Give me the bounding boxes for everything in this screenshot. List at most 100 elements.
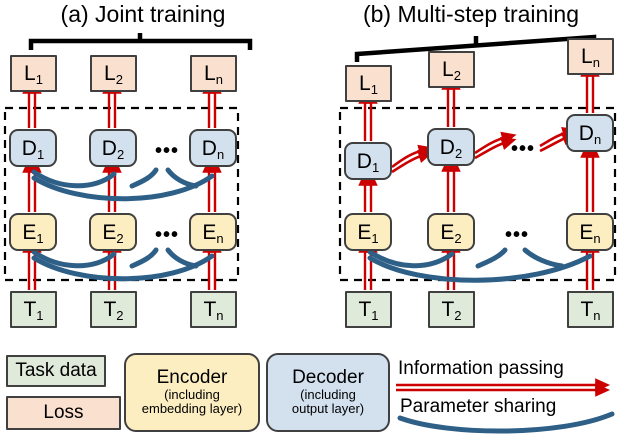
panel-b-encoder-1-sub: 1 [371, 230, 379, 246]
panel-b-decoder-1: D1 [344, 142, 392, 180]
panel-a-loss-n-label: Ln [204, 62, 223, 87]
panel-b-encoder-2-sub: 2 [454, 230, 462, 246]
panel-a-brace [28, 33, 253, 50]
panel-a-decoder-n: Dn [189, 129, 237, 167]
panel-a-encoder-n-label: En [202, 220, 224, 246]
panel-a-encoder-2-sub: 2 [116, 230, 124, 246]
panel-a-task-2-sub: 2 [116, 308, 124, 323]
panel-b-encoder-n: En [566, 213, 614, 251]
panel-a-task-2: T2 [90, 291, 137, 328]
panel-a-task-1-label: T1 [23, 298, 44, 323]
panel-a-encoder-n-sub: n [216, 230, 224, 246]
legend-parameter-sharing-curve [397, 411, 615, 434]
panel-b-title: (b) Multi-step training [362, 1, 580, 27]
panel-b-decoder-ellipsis: ••• [511, 138, 536, 160]
panel-b-encoder-1-label: E1 [357, 220, 379, 246]
panel-a-encoder-1-label: E1 [22, 220, 44, 246]
panel-a-loss-1-sub: 1 [35, 72, 43, 87]
panel-a-encoder-1: E1 [9, 213, 57, 251]
panel-b-decoder-1-label: D1 [356, 149, 380, 175]
panel-b-task-2: T2 [428, 291, 475, 328]
panel-b-decoder-1-sub: 1 [371, 159, 380, 175]
panel-b-loss-2-label: L2 [442, 58, 461, 83]
panel-b-encoder-n-label: En [579, 220, 601, 246]
panel-a-decoder-n-sub: n [216, 146, 225, 162]
panel-b-info-arrows [358, 61, 600, 290]
legend-encoder-sub1: (including [164, 386, 220, 402]
legend-decoder-swatch: Decoder (including output layer) [266, 353, 390, 432]
panel-b-encoder-2: E2 [427, 213, 475, 251]
panel-a-encoder-1-sub: 1 [36, 230, 44, 246]
panel-a-task-n-sub: n [216, 308, 224, 323]
panel-a-loss-2-sub: 2 [115, 72, 123, 87]
panel-b-task-2-sub: 2 [454, 308, 462, 323]
legend-task-data-label: Task data [15, 360, 97, 382]
legend-encoder-sub2: embedding layer) [141, 401, 243, 417]
panel-b-encoder-2-label: E2 [440, 220, 462, 246]
legend-loss-label: Loss [43, 402, 84, 424]
panel-b-loss-1: L1 [345, 65, 392, 102]
panel-a-task-1: T1 [10, 291, 57, 328]
panel-b-loss-n-label: Ln [581, 45, 600, 70]
panel-a-decoder-1: D1 [9, 129, 57, 167]
panel-b-decoder-2-sub: 2 [454, 145, 463, 161]
panel-a-loss-n-sub: n [215, 72, 223, 87]
panel-b-decoder-n-sub: n [593, 131, 602, 147]
panel-a-task-n-label: Tn [203, 298, 224, 323]
panel-a-loss-2-label: L2 [104, 62, 123, 87]
panel-a-loss-1-label: L1 [24, 62, 43, 87]
panel-a-encoder-ellipsis: ••• [155, 224, 180, 246]
legend-encoder-title: Encoder [156, 366, 228, 388]
panel-b-decoder-n-label: Dn [578, 121, 602, 147]
panel-b-decoder-chain-arrows [391, 127, 578, 174]
panel-a-decoder-1-label: D1 [21, 136, 45, 162]
panel-a-decoder-2: D2 [89, 129, 137, 167]
panel-b-task-n: Tn [567, 291, 614, 328]
panel-b-task-1-sub: 1 [371, 308, 379, 323]
panel-a-title: (a) Joint training [60, 1, 226, 27]
panel-b-encoder-param-sharing [367, 247, 593, 283]
legend-information-passing-arrow [396, 378, 611, 397]
panel-a-loss-2: L2 [90, 55, 137, 92]
panel-a-task-2-label: T2 [103, 298, 124, 323]
legend-decoder-sub2: output layer) [291, 401, 365, 417]
legend-loss-swatch: Loss [6, 396, 121, 430]
panel-b-task-n-label: Tn [580, 298, 601, 323]
panel-a-loss-1: L1 [10, 55, 57, 92]
panel-b-decoder-n: Dn [566, 114, 614, 152]
panel-b-encoder-ellipsis: ••• [505, 224, 530, 246]
panel-a-loss-n: Ln [190, 55, 237, 92]
panel-a-task-n: Tn [190, 291, 237, 328]
panel-a-decoder-param-sharing [31, 167, 215, 202]
legend-information-passing-label: Information passing [398, 358, 564, 379]
panel-a-decoder-2-label: D2 [101, 136, 125, 162]
panel-a-decoder-n-label: Dn [201, 136, 225, 162]
panel-a-encoder-2-label: E2 [102, 220, 124, 246]
panel-b-encoder-1: E1 [344, 213, 392, 251]
panel-b-loss-n-sub: n [592, 55, 600, 70]
panel-a-encoder-n: En [189, 213, 237, 251]
panel-b-loss-2-sub: 2 [453, 68, 461, 83]
panel-b-brace [354, 34, 597, 62]
legend-encoder-swatch: Encoder (including embedding layer) [124, 353, 260, 432]
panel-a-decoder-ellipsis: ••• [155, 140, 180, 162]
panel-a-info-arrows [22, 78, 222, 290]
panel-b-loss-1-sub: 1 [370, 82, 378, 97]
legend-decoder-sub1: (including [300, 386, 356, 402]
panel-b-task-1-label: T1 [358, 298, 379, 323]
panel-b-task-1: T1 [345, 291, 392, 328]
panel-a-task-1-sub: 1 [36, 308, 44, 323]
panel-b-task-2-label: T2 [441, 298, 462, 323]
panel-b-loss-1-label: L1 [359, 72, 378, 97]
legend-decoder-title: Decoder [292, 366, 364, 388]
panel-b-encoder-n-sub: n [593, 230, 601, 246]
panel-b-decoder-2-label: D2 [439, 135, 463, 161]
panel-a-encoder-param-sharing [31, 247, 215, 282]
panel-b-loss-2: L2 [428, 51, 475, 88]
panel-a-decoder-2-sub: 2 [116, 146, 125, 162]
panel-b-decoder-2: D2 [427, 128, 475, 166]
panel-a-encoder-2: E2 [89, 213, 137, 251]
legend-task-data-swatch: Task data [6, 355, 106, 387]
